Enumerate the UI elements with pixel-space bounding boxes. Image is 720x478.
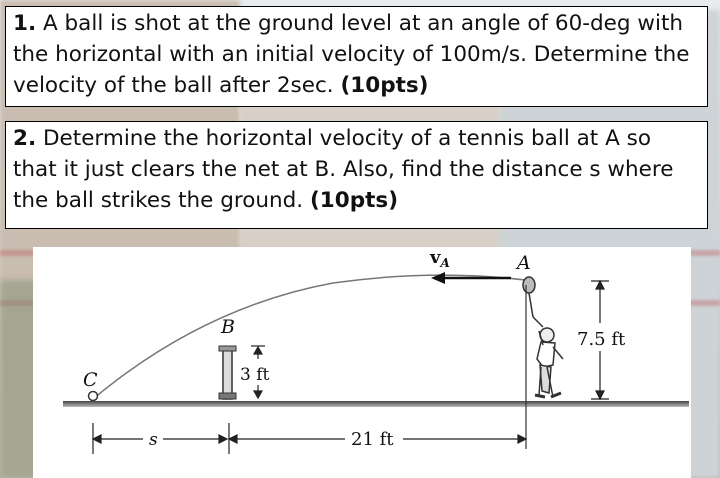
ball-trajectory <box>92 274 526 400</box>
tennis-diagram: C B 3 ft vA A <box>33 247 691 478</box>
tennis-player <box>522 276 564 399</box>
label-b: B <box>220 316 235 338</box>
ground-line <box>63 401 689 407</box>
question-1-text: A ball is shot at the ground level at an… <box>13 11 690 98</box>
net-height-dimension <box>251 345 265 400</box>
distance-s-label: s <box>149 430 158 450</box>
question-1-points: (10pts) <box>340 73 429 98</box>
question-2-number: 2. <box>13 126 37 151</box>
question-2-box: 2. Determine the horizontal velocity of … <box>5 121 708 229</box>
distance-dimensions <box>91 423 528 454</box>
net-height-label: 3 ft <box>240 365 270 385</box>
tennis-diagram-svg: C B 3 ft vA A <box>63 247 689 454</box>
question-1-number: 1. <box>13 11 37 36</box>
ball-at-c <box>87 390 99 402</box>
question-2-text: Determine the horizontal velocity of a t… <box>13 126 674 213</box>
distance-21-label: 21 ft <box>351 429 394 450</box>
net-post <box>218 345 237 400</box>
label-a: A <box>515 252 531 274</box>
velocity-arrow <box>431 272 511 284</box>
label-c: C <box>83 369 98 391</box>
velocity-label: vA <box>429 247 450 270</box>
racket-height-label: 7.5 ft <box>577 329 626 350</box>
racket-height-dimension <box>591 279 609 401</box>
question-2-points: (10pts) <box>309 188 399 213</box>
question-1-box: 1. A ball is shot at the ground level at… <box>5 6 708 107</box>
